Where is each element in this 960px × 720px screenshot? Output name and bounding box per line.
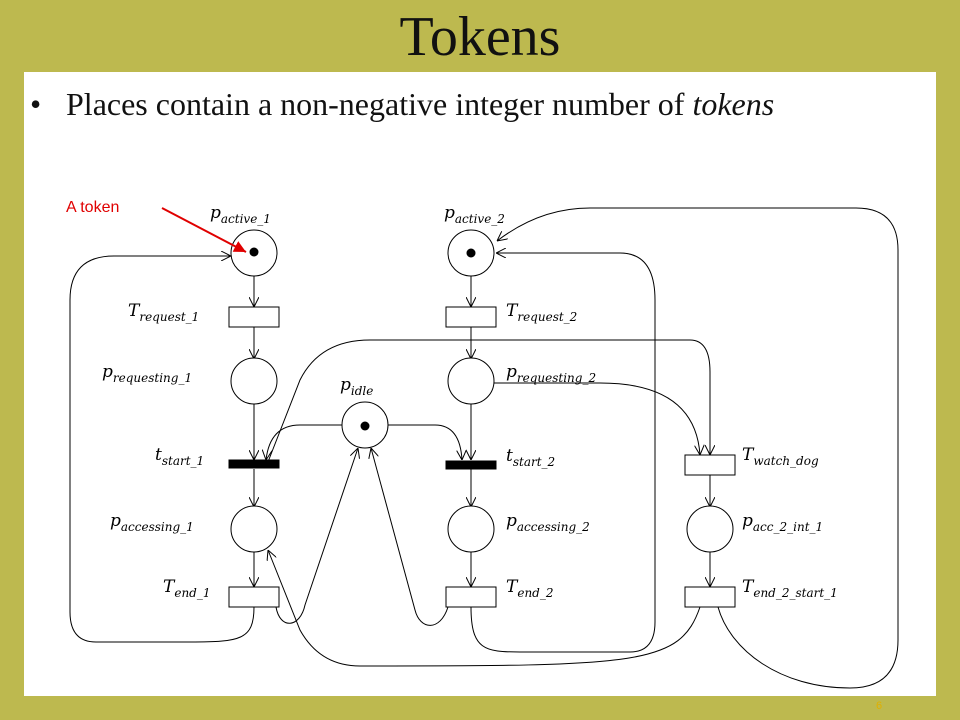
label-T-end-1: Tend_1 [163,577,211,600]
transition-T-end-1 [228,586,280,608]
transition-t-start-2 [445,460,497,470]
transition-T-request-2 [445,306,497,328]
transition-t-start-1 [228,459,280,469]
places [230,229,734,553]
label-p-accessing-1: paccessing_1 [110,511,194,534]
bullet-text: Places contain a non-negative integer nu… [66,84,774,124]
place-p-requesting-2 [447,357,495,405]
labels: pactive_1 Trequest_1 prequesting_1 pidle… [102,203,838,600]
page-number: 6 [876,700,883,712]
label-p-active-1: pactive_1 [210,203,271,226]
label-p-active-2: pactive_2 [444,203,505,226]
label-p-accessing-2: paccessing_2 [506,511,590,534]
arcs [69,207,899,689]
token-p-active-1 [249,247,259,257]
label-p-acc-2-int-1: pacc_2_int_1 [742,511,823,534]
place-p-accessing-1 [230,505,278,553]
bullet-text-prefix: Places contain a non-negative integer nu… [66,86,693,122]
transition-T-watch-dog [684,454,736,476]
place-p-accessing-2 [447,505,495,553]
annotation-label: A token [66,199,119,216]
transition-T-end-2 [445,586,497,608]
transitions [228,306,736,608]
label-p-requesting-2: prequesting_2 [506,362,596,385]
label-t-start-1: tstart_1 [155,445,204,468]
bullet-text-emphasis: tokens [692,86,775,122]
label-p-requesting-1: prequesting_1 [102,362,192,385]
label-t-start-2: tstart_2 [506,446,555,469]
label-T-request-1: Trequest_1 [128,301,199,324]
slide-title: Tokens [399,6,561,68]
token-p-active-2 [466,248,476,258]
token-annotation: A token [66,199,247,253]
transition-T-end-2-start-1 [684,586,736,608]
place-p-acc-2-int-1 [686,505,734,553]
token-p-idle [360,421,370,431]
transition-T-request-1 [228,306,280,328]
label-T-watch-dog: Twatch_dog [742,445,819,468]
bullet-icon: • [30,86,42,122]
label-T-end-2-start-1: Tend_2_start_1 [742,577,838,600]
place-p-requesting-1 [230,357,278,405]
label-T-request-2: Trequest_2 [506,301,577,324]
label-p-idle: pidle [340,375,373,398]
label-T-end-2: Tend_2 [506,577,554,600]
tokens [249,247,476,431]
annotation-arrow [161,207,247,253]
